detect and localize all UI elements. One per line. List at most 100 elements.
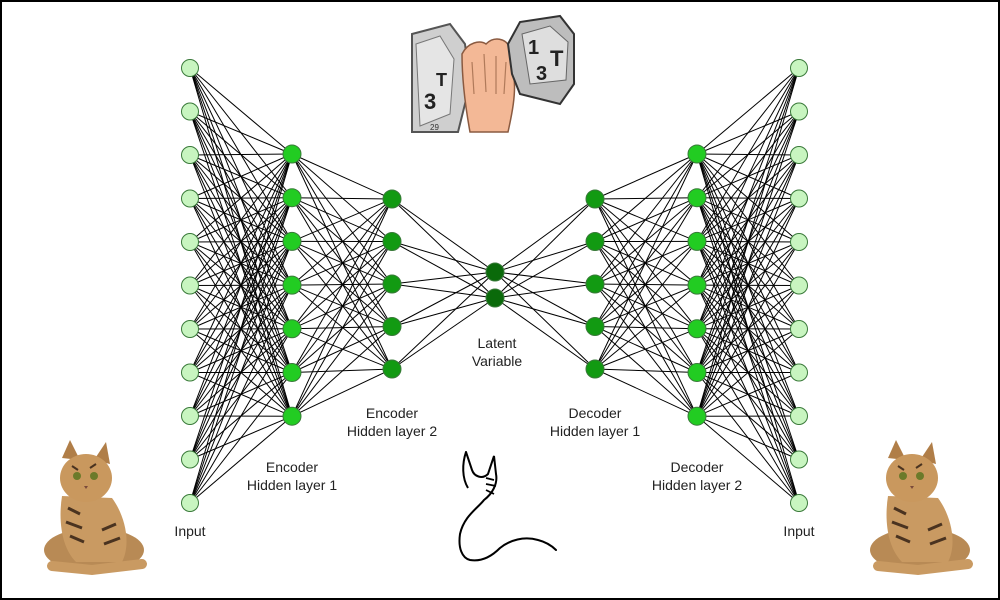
connection-line [291, 284, 393, 327]
connection-line [291, 198, 393, 242]
svg-text:29: 29 [430, 123, 439, 132]
connection-line [391, 241, 496, 273]
connection-line [291, 328, 393, 370]
encoder-hidden-1-node [282, 363, 302, 382]
connection-line [291, 241, 393, 370]
encoder-hidden-1-node [282, 275, 302, 295]
connection-line [594, 153, 698, 327]
decoder-hidden-1-node [585, 232, 605, 251]
input-left-node [181, 102, 199, 121]
latent-node [485, 288, 505, 308]
connection-line [594, 368, 698, 417]
connection-line [696, 67, 800, 199]
latent-node [485, 262, 505, 282]
encoder-hidden-1-node [282, 406, 302, 426]
input-right-node [790, 276, 808, 295]
connection-line [696, 67, 800, 242]
connection-line [391, 198, 496, 273]
connection-line [696, 415, 800, 504]
decoder-hidden-2-node [687, 188, 707, 208]
connection-line [291, 284, 393, 370]
connection-line [391, 283, 496, 299]
connection-line [594, 241, 698, 286]
connection-line [594, 153, 698, 285]
cat-sketch [458, 451, 557, 562]
connection-line [189, 153, 293, 199]
connection-line [189, 153, 293, 330]
encoder-hidden-1-node [282, 144, 302, 164]
connection-line [594, 198, 698, 242]
connection-line [696, 154, 800, 417]
connection-line [594, 241, 698, 330]
connection-line [291, 153, 393, 200]
connection-line [189, 153, 293, 243]
connection-line [189, 197, 293, 504]
encoder-hidden-1-node [282, 231, 302, 251]
input-left-node [181, 233, 199, 251]
connection-line [494, 283, 596, 299]
encoder-hidden-2-node [382, 189, 402, 209]
connection-line [189, 67, 293, 155]
input-right-node [790, 233, 808, 251]
connection-line [391, 198, 496, 299]
connection-line [494, 198, 596, 273]
connection-line [494, 297, 596, 327]
connection-line [494, 271, 596, 327]
connection-line [696, 67, 800, 373]
connection-line [696, 67, 800, 286]
decoder-hidden-1-node [585, 359, 605, 379]
cat-photo-right [870, 440, 973, 576]
decoder-hidden-1-node [585, 189, 605, 209]
connection-line [594, 241, 698, 370]
input-left-node [181, 407, 199, 425]
connection-line [391, 271, 496, 370]
connection-line [494, 297, 596, 370]
connection-line [494, 271, 596, 285]
input-right-node [790, 407, 808, 425]
connection-line [189, 153, 293, 417]
connection-line [291, 198, 393, 373]
connection-line [594, 197, 698, 370]
connection-line [594, 241, 698, 373]
connection-line [189, 153, 293, 156]
input-label-right: Input [783, 523, 815, 539]
svg-text:1: 1 [528, 37, 539, 59]
input-label-left: Input [174, 523, 206, 539]
connection-line [594, 283, 698, 330]
connection-line [594, 283, 698, 417]
encoder-hidden-2-node [382, 274, 402, 294]
input-left-node [181, 59, 199, 77]
decoder-hidden-2-node [687, 275, 707, 295]
connection-line [189, 372, 293, 504]
input-left-node [181, 146, 199, 164]
connection-line [594, 284, 698, 370]
input-right-node [790, 450, 808, 469]
connection-line [291, 198, 393, 330]
svg-text:T: T [436, 70, 447, 90]
input-left-node [181, 363, 199, 382]
svg-text:3: 3 [536, 63, 547, 85]
decoder-hidden-2-node [687, 363, 707, 382]
connection-line [594, 368, 698, 373]
connection-line [594, 326, 698, 417]
connection-line [594, 198, 698, 330]
cat-photo-left [44, 440, 147, 576]
decoder-hidden-2-node [687, 231, 707, 251]
connection-line [594, 283, 698, 373]
encoder-hidden-1-node [282, 188, 302, 208]
input-left-node [181, 276, 199, 295]
input-left-node [181, 320, 199, 338]
connection-line [189, 153, 293, 460]
connection-line [594, 153, 698, 242]
connection-line [494, 198, 596, 299]
connection-line [291, 241, 393, 417]
connection-line [696, 285, 800, 417]
svg-text:3: 3 [424, 89, 436, 114]
connection-line [291, 197, 393, 200]
connection-line [291, 283, 393, 417]
connection-line [291, 153, 393, 285]
